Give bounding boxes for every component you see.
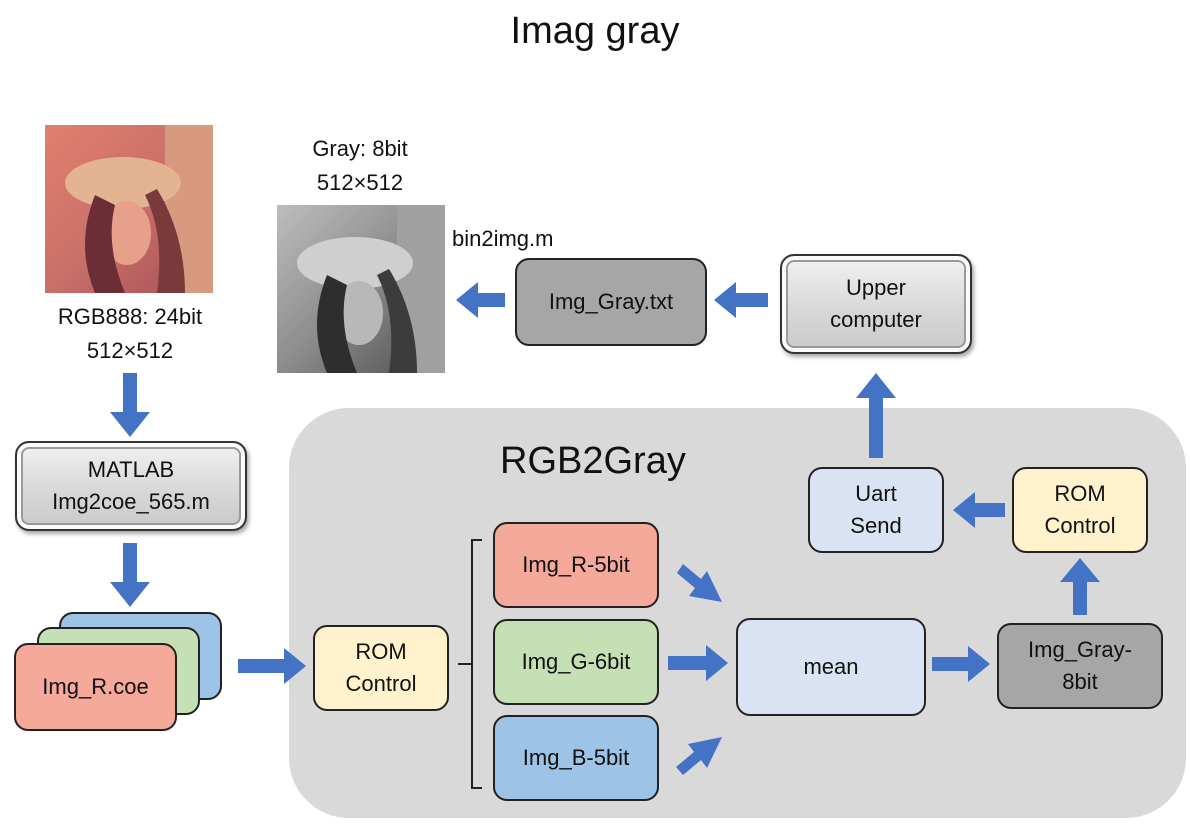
arrow-left-to-img-gray-txt [714,282,768,318]
gray-image-format-label: Gray: 8bit [312,136,408,161]
matlab-box: MATLAB Img2coe_565.m [15,441,247,531]
rom-control-left-box: ROM Control [313,625,449,711]
script-label: bin2img.m [452,226,554,251]
arrow-right-to-gray-8bit [932,646,990,682]
gray-image-size-label: 512×512 [316,170,404,195]
arrow-left-to-uart-send [953,492,1005,528]
rom-control-right-label: ROM Control [1044,481,1116,538]
color-image [45,125,213,293]
arrow-diag-b-to-mean [676,737,722,775]
matlab-label: MATLAB Img2coe_565.m [52,457,210,514]
img-gray-txt-box: Img_Gray.txt [515,258,707,346]
arrow-right-to-rom-control [238,648,306,684]
img-gray-8bit-box: Img_Gray-8bit [997,623,1163,709]
mean-box: mean [736,618,926,716]
img-b-5bit-box: Img_B-5bit [493,715,659,801]
upper-computer-box: Upper computer [780,254,972,354]
rom-control-right-box: ROM Control [1012,467,1148,553]
arrow-up-to-upper-computer [856,373,896,458]
img-r-5bit-box: Img_R-5bit [493,522,659,608]
diagram-title: Imag gray [510,10,680,52]
rom-control-left-label: ROM Control [345,639,417,696]
gray-image [277,205,445,373]
arrow-left-to-gray-image [456,282,505,318]
gray-image-caption: Gray: 8bit 512×512 [250,132,470,200]
color-image-size-label: 512×512 [86,338,174,363]
rgb2gray-panel-title: RGB2Gray [500,440,686,482]
color-image-format-label: RGB888: 24bit [57,304,203,329]
img-g-6bit-box: Img_G-6bit [493,619,659,705]
arrow-up-to-rom-control [1060,558,1100,615]
upper-computer-label: Upper computer [830,275,922,332]
arrow-diag-r-to-mean [677,564,722,602]
img-gray-8bit-label: Img_Gray-8bit [1028,637,1132,694]
img-r-coe-box: Img_R.coe [14,643,177,731]
arrow-down-to-matlab [110,373,150,437]
uart-send-box: Uart Send [808,467,944,553]
arrow-down-to-coe [110,543,150,607]
arrow-right-g-to-mean [668,645,728,681]
color-image-caption: RGB888: 24bit 512×512 [20,300,240,368]
split-brace [458,539,482,789]
uart-send-label: Uart Send [850,481,902,538]
